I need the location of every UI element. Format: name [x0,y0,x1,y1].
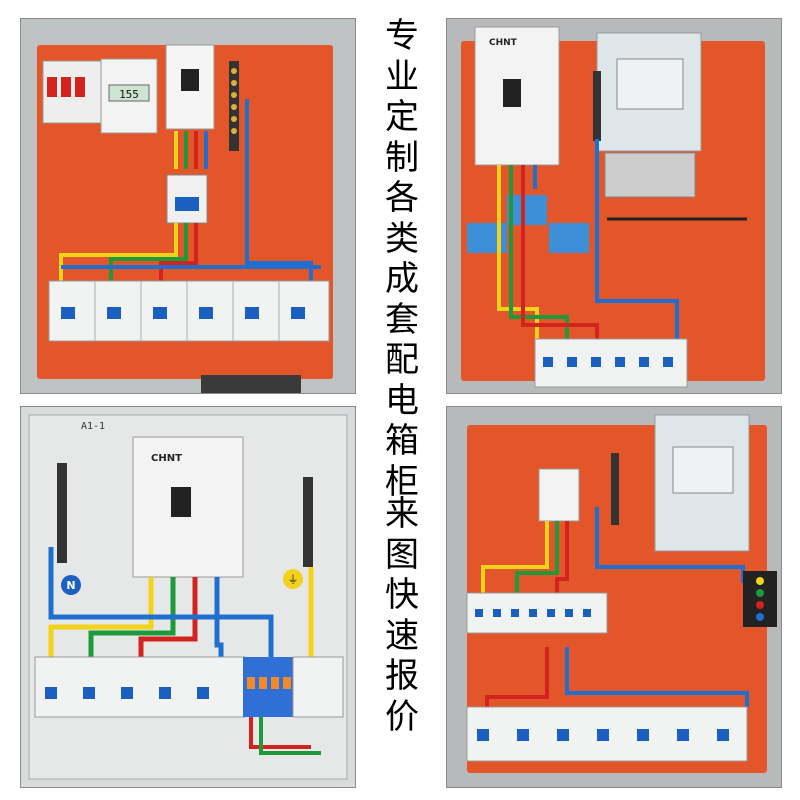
headline-char: 各 [385,178,419,218]
main-breaker [132,436,244,578]
headline-char: 套 [385,299,419,340]
cta-char: 速 [385,615,419,656]
breaker-row [534,338,688,388]
headline-char: 制 [385,137,419,178]
current-transformer [507,195,547,225]
breaker-row [34,656,246,718]
headline-char: 柜 [385,461,419,502]
breaker-brand-label: CHNT [151,453,182,464]
breaker-brand-label: CHNT [489,38,518,48]
meter-terminal-block [604,152,696,198]
cta-char: 图 [385,534,419,575]
ground-sign-label: ⏚ [288,573,299,586]
cta-char: 报 [385,656,419,696]
distribution-box-4-illustration [447,407,781,787]
breaker-row [48,280,330,342]
contactor [166,174,208,224]
terminal-bar [593,71,601,141]
photo-distribution-box-1: 155 [20,18,356,394]
headline-vertical-text: 专 业 定 制 各 类 成 套 配 电 箱 柜 [376,16,428,502]
timer-display-reading: 155 [119,88,139,101]
photo-distribution-box-3: A1-1 CHNT N ⏚ [20,406,356,788]
breaker-row-lower [466,706,748,762]
call-to-action-vertical-text: 来 图 快 速 报 价 [376,494,428,737]
timer-display [108,84,150,102]
neutral-sign-label: N [66,579,75,592]
headline-char: 电 [385,380,419,421]
cta-char: 来 [385,494,419,534]
headline-char: 业 [385,56,419,97]
breaker-row-upper [466,592,608,634]
distribution-box-3-illustration: A1-1 CHNT N ⏚ [21,407,355,787]
neutral-bar [57,463,67,563]
terminal-bar [611,453,619,525]
photo-distribution-box-2: CHNT [446,18,782,394]
headline-char: 定 [385,97,419,137]
headline-char: 配 [385,340,419,380]
headline-char: 成 [385,259,419,299]
headline-char: 类 [385,218,419,259]
cabinet-tag: A1-1 [81,421,105,432]
cta-char: 价 [385,696,419,737]
ground-bar [303,477,313,567]
distribution-box-2-illustration: CHNT [447,19,781,393]
distribution-box-1-illustration: 155 [21,19,355,393]
main-breaker [538,468,580,522]
headline-char: 专 [385,16,419,56]
neutral-sign [61,575,81,595]
ground-sign [283,569,303,589]
current-transformer [549,223,589,253]
cta-char: 快 [385,575,419,615]
headline-char: 箱 [385,421,419,461]
photo-distribution-box-4 [446,406,782,788]
